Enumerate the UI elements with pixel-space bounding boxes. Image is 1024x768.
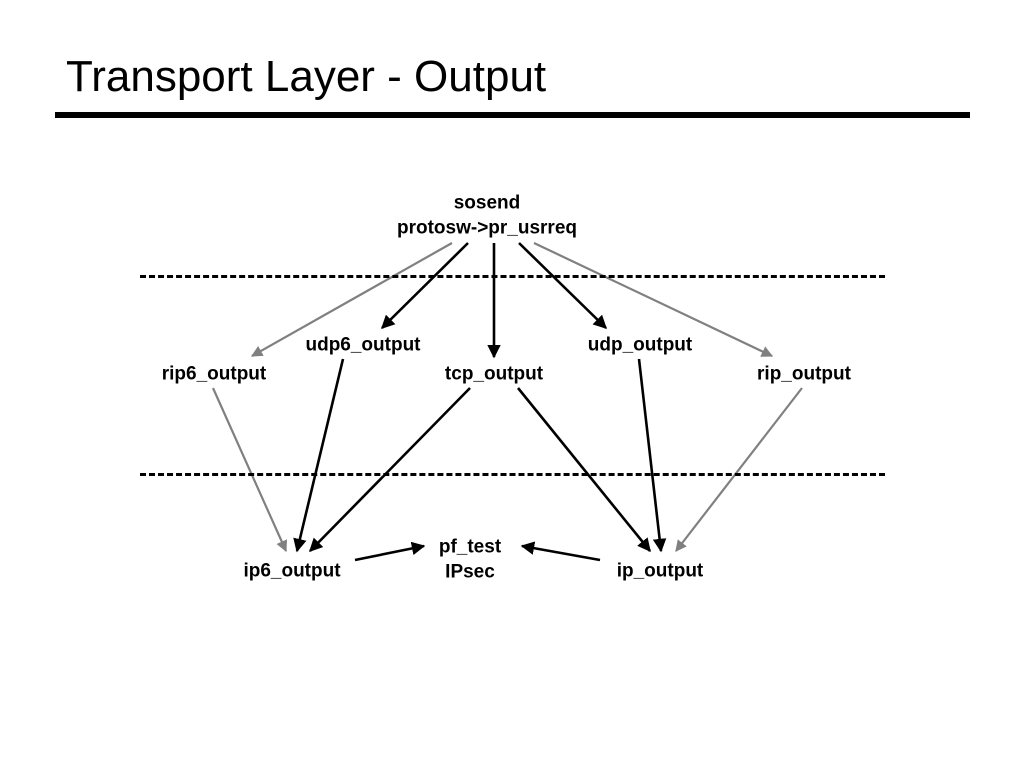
edge-udp_output-to-ip_output	[637, 358, 667, 553]
node-label-primary: rip_output	[757, 363, 851, 385]
layer-divider-upper	[140, 275, 885, 278]
diagram-edges	[211, 242, 803, 562]
node-label-primary: ip_output	[616, 560, 704, 582]
edge-tcp_output-to-ip6_output	[309, 387, 471, 552]
slide-title: Transport Layer - Output	[66, 52, 547, 101]
node-ip_output: ip_output	[617, 560, 704, 585]
node-udp_output: udp_output	[588, 334, 692, 359]
layer-divider-lower	[140, 473, 885, 476]
node-rip_output: rip_output	[757, 363, 851, 388]
edge-sosend-to-udp_output	[518, 242, 607, 329]
edge-rip6_output-to-ip6_output	[211, 387, 288, 553]
node-sosend: sosend protosw->pr_usrreq	[397, 191, 577, 240]
edge-sosend-to-udp6_output	[381, 242, 469, 329]
node-udp6_output: udp6_output	[305, 334, 420, 359]
title-underline-rule	[55, 112, 970, 118]
node-label-secondary: protosw->pr_usrreq	[396, 217, 578, 238]
node-label-primary: rip6_output	[161, 363, 267, 385]
edge-tcp_output-to-ip_output	[516, 387, 652, 553]
node-ip6_output: ip6_output	[243, 560, 340, 585]
node-label-primary: pf_test	[438, 536, 502, 558]
node-tcp_output: tcp_output	[445, 363, 543, 388]
node-label-secondary: IPsec	[445, 561, 495, 582]
node-label-primary: tcp_output	[444, 363, 544, 385]
node-label-primary: sosend	[453, 192, 521, 214]
edge-sosend-to-rip_output	[533, 242, 774, 357]
edge-rip_output-to-ip_output	[675, 387, 803, 552]
edge-ip6_output-to-pf_test	[354, 541, 426, 562]
node-label-primary: udp_output	[587, 334, 693, 356]
edge-sosend-to-rip6_output	[251, 242, 453, 357]
edge-udp6_output-to-ip6_output	[293, 358, 345, 553]
edge-ip_output-to-pf_test	[520, 541, 601, 562]
node-rip6_output: rip6_output	[162, 363, 267, 388]
node-label-primary: udp6_output	[305, 334, 421, 356]
node-label-primary: ip6_output	[243, 560, 341, 582]
